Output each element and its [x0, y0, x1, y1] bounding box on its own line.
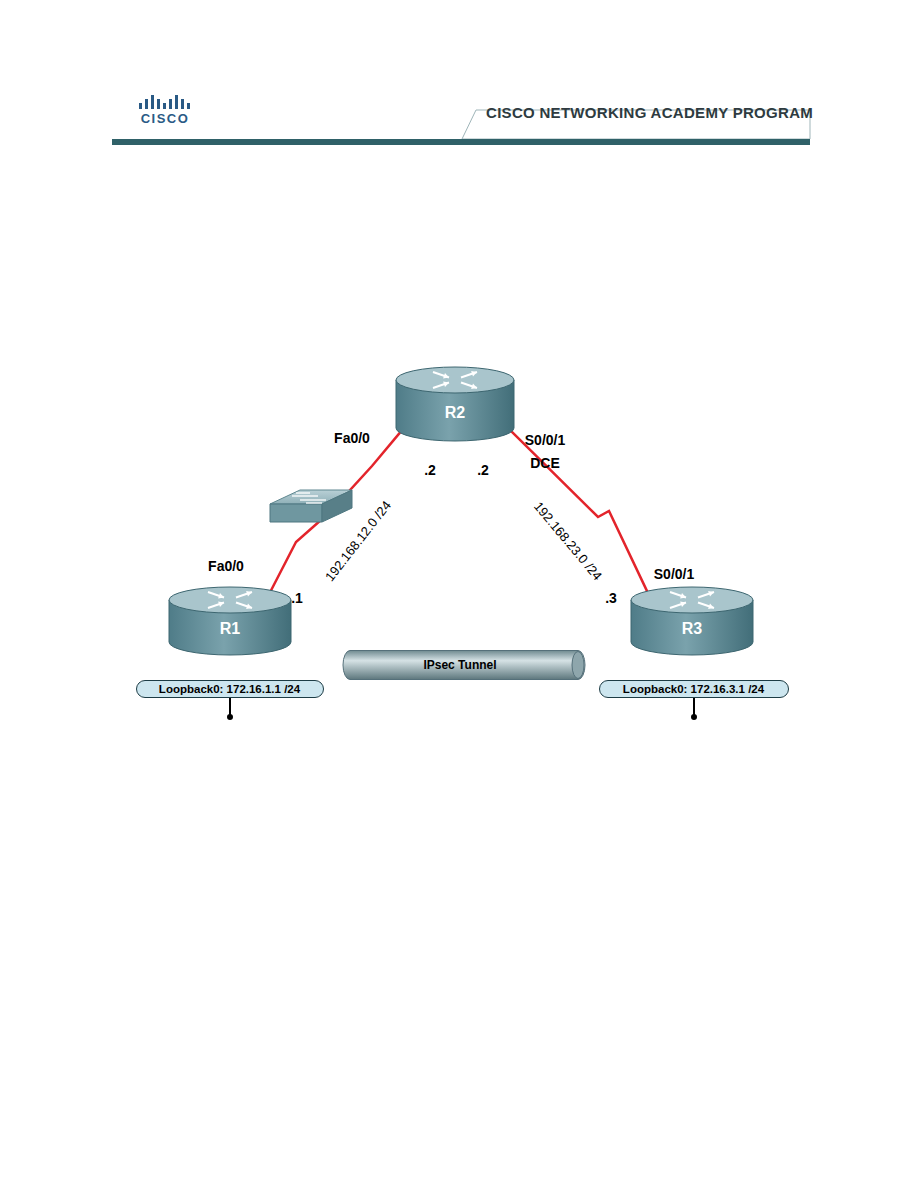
- interface-label: Fa0/0: [208, 558, 244, 574]
- interface-label: S0/0/1: [525, 432, 565, 448]
- ethernet-link: [270, 431, 401, 593]
- loopback-band: Loopback0: 172.16.1.1 /24: [136, 680, 324, 698]
- loopback-band: Loopback0: 172.16.3.1 /24: [599, 680, 789, 698]
- loopback-label: Loopback0: 172.16.1.1 /24: [159, 683, 300, 695]
- cisco-logo-bars: [139, 95, 190, 109]
- header-title: CISCO NETWORKING ACADEMY PROGRAM: [486, 104, 813, 121]
- dce-label: DCE: [530, 455, 560, 471]
- router-name: R3: [682, 620, 702, 638]
- router-shape: [395, 366, 515, 442]
- router-icon: R1: [168, 586, 292, 656]
- host-address: .1: [291, 590, 303, 606]
- logo-wordmark: CISCO: [141, 111, 190, 126]
- interface-label: Fa0/0: [334, 430, 370, 446]
- tunnel-pipe: IPsec Tunnel: [343, 650, 585, 680]
- host-address: .3: [605, 590, 617, 606]
- interface-label: S0/0/1: [654, 566, 694, 582]
- loopback-stub: [228, 697, 696, 719]
- router-name: R2: [445, 404, 465, 422]
- network-label: 192.168.12.0 /24: [322, 498, 394, 584]
- tunnel-label: IPsec Tunnel: [423, 658, 496, 672]
- host-address: .2: [477, 462, 489, 478]
- network-label: 192.168.23.0 /24: [531, 499, 605, 583]
- router-icon: R3: [630, 586, 754, 656]
- serial-link: [511, 431, 648, 594]
- router-name: R1: [220, 620, 240, 638]
- host-address: .2: [424, 462, 436, 478]
- loopback-label: Loopback0: 172.16.3.1 /24: [623, 683, 764, 695]
- router-icon: R2: [395, 366, 515, 442]
- switch-symbol: [270, 490, 352, 522]
